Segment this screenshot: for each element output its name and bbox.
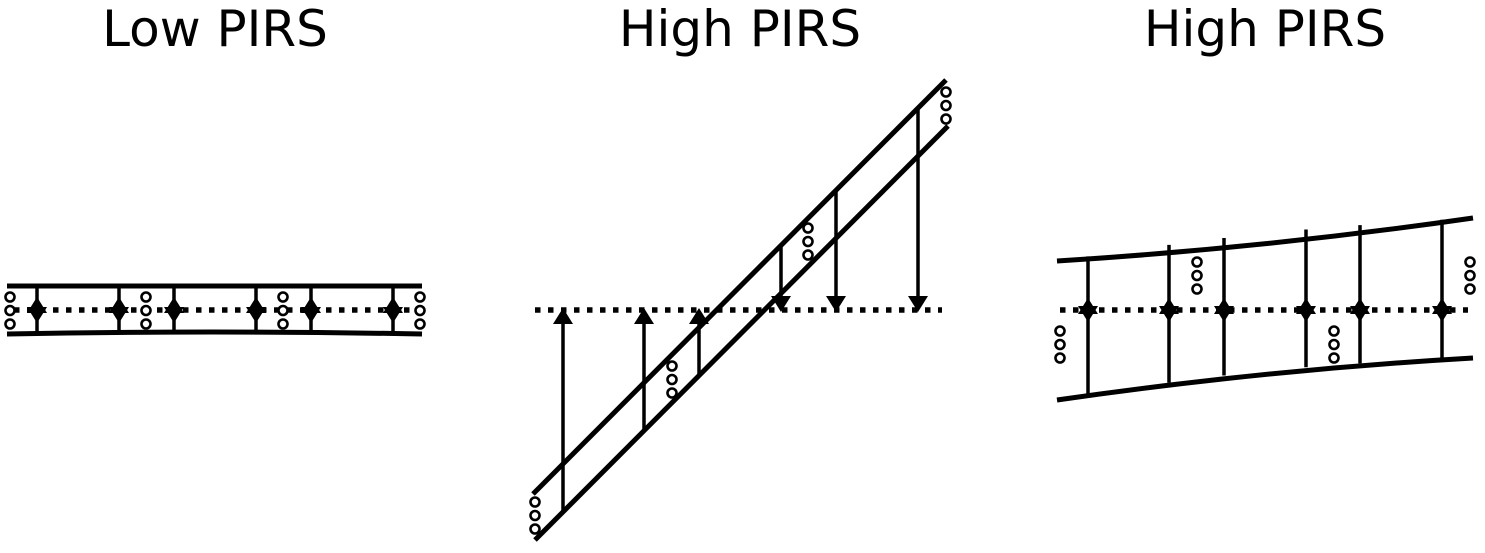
arrowhead-up bbox=[553, 308, 573, 324]
arrowhead-down bbox=[246, 307, 266, 323]
dots-marker bbox=[666, 387, 678, 399]
arrowhead-down bbox=[383, 307, 403, 323]
lower-strand bbox=[533, 124, 950, 542]
dots-marker bbox=[940, 113, 952, 125]
dots-marker bbox=[802, 235, 814, 248]
dots-marker bbox=[1464, 269, 1476, 282]
dots-marker bbox=[414, 318, 426, 330]
dots-marker bbox=[1464, 283, 1476, 295]
arrowhead-up bbox=[1432, 298, 1452, 314]
dots-marker bbox=[1328, 325, 1340, 337]
dots-marker bbox=[140, 318, 152, 330]
high-pirs-diagonal-diagram bbox=[529, 78, 952, 542]
arrowhead-down bbox=[826, 296, 846, 312]
dots-marker bbox=[1191, 269, 1203, 282]
dots-marker bbox=[414, 291, 426, 303]
dots-marker bbox=[1054, 325, 1066, 337]
panel-high-pirs-diagonal: High PIRS bbox=[525, 0, 955, 553]
dots-marker bbox=[277, 291, 289, 303]
dots-marker bbox=[140, 291, 152, 303]
dots-marker bbox=[1191, 256, 1203, 268]
panel-title-low-pirs: Low PIRS bbox=[102, 0, 328, 58]
upper-strand bbox=[531, 78, 948, 496]
dots-marker bbox=[1191, 283, 1203, 295]
dots-marker bbox=[529, 496, 541, 508]
dots-marker bbox=[4, 304, 16, 317]
dots-marker bbox=[1328, 352, 1340, 364]
high-pirs-spread-diagram bbox=[1054, 215, 1476, 403]
arrowhead-down bbox=[164, 307, 184, 323]
arrowhead-up bbox=[1350, 298, 1370, 314]
dots-marker bbox=[1054, 352, 1066, 364]
dots-marker bbox=[666, 373, 678, 386]
dots-marker bbox=[666, 360, 678, 372]
dots-marker bbox=[1464, 256, 1476, 268]
dots-marker bbox=[940, 99, 952, 112]
arrowhead-up bbox=[1214, 298, 1234, 314]
arrowhead-up bbox=[1296, 298, 1316, 314]
panel-low-pirs: Low PIRS bbox=[0, 0, 430, 553]
dots-marker bbox=[802, 222, 814, 234]
low-pirs-diagram bbox=[4, 283, 426, 337]
lower-strand bbox=[6, 329, 423, 337]
arrowhead-down bbox=[301, 307, 321, 323]
arrowhead-up bbox=[634, 308, 654, 324]
arrowhead-up bbox=[1078, 298, 1098, 314]
dots-marker bbox=[529, 509, 541, 522]
upper-strand bbox=[1056, 215, 1474, 264]
dots-marker bbox=[4, 318, 16, 330]
arrowhead-down bbox=[908, 296, 928, 312]
dots-marker bbox=[940, 86, 952, 98]
dots-marker bbox=[529, 523, 541, 535]
dots-marker bbox=[1054, 338, 1066, 351]
arrowhead-down bbox=[27, 307, 47, 323]
dots-marker bbox=[140, 304, 152, 317]
arrowhead-up bbox=[1159, 298, 1179, 314]
arrowhead-down bbox=[109, 307, 129, 323]
dots-marker bbox=[802, 249, 814, 261]
panel-title-high-pirs-diagonal: High PIRS bbox=[618, 0, 862, 58]
lower-strand bbox=[1056, 355, 1474, 403]
panel-high-pirs-spread: High PIRS bbox=[1045, 0, 1485, 553]
dots-marker bbox=[1328, 338, 1340, 351]
arrowhead-up bbox=[689, 308, 709, 324]
dots-marker bbox=[277, 304, 289, 317]
arrowhead-down bbox=[771, 296, 791, 312]
dots-marker bbox=[414, 304, 426, 317]
dots-marker bbox=[277, 318, 289, 330]
dots-marker bbox=[4, 291, 16, 303]
panel-title-high-pirs-spread: High PIRS bbox=[1143, 0, 1387, 58]
